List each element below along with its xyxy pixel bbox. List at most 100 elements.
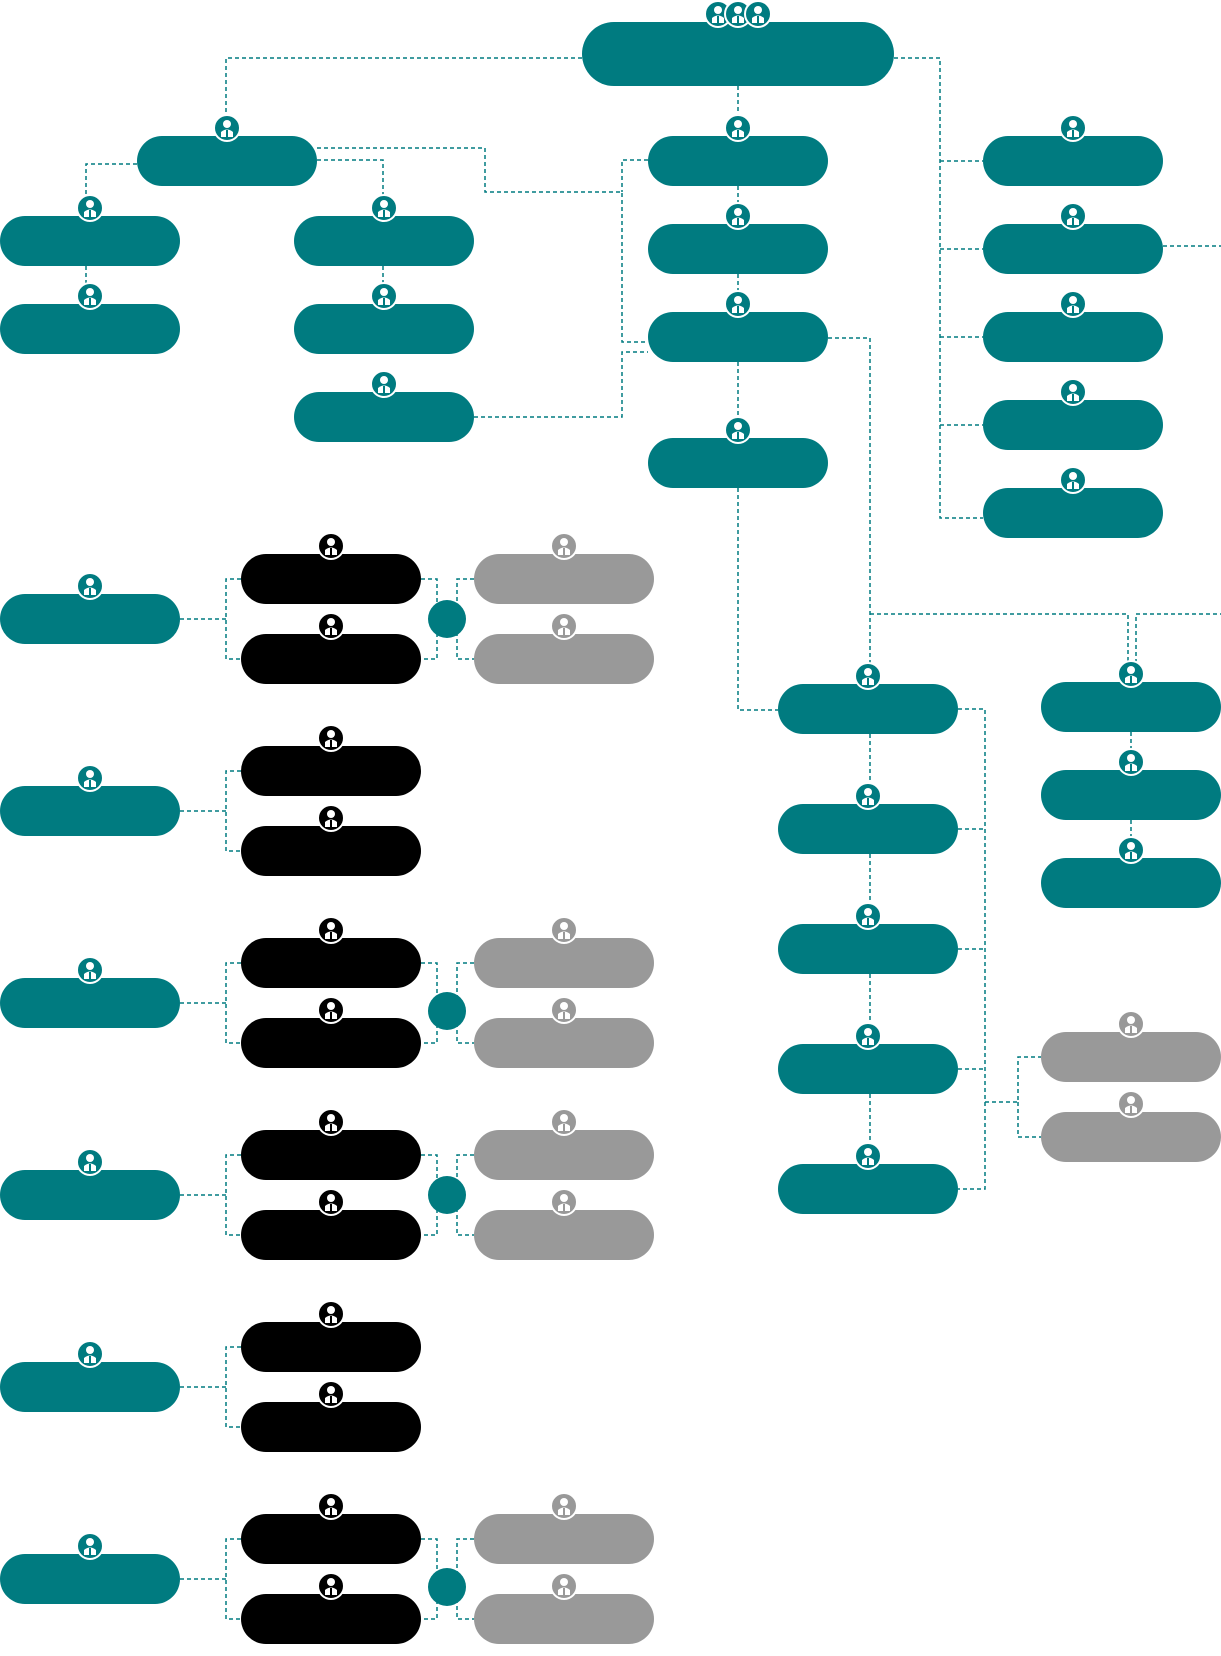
group-1-junction bbox=[428, 600, 466, 638]
node-pill bbox=[241, 1514, 421, 1564]
person-icon bbox=[1059, 202, 1087, 230]
person-icon bbox=[854, 782, 882, 810]
node-pill bbox=[983, 224, 1163, 274]
org-node-root bbox=[582, 0, 894, 86]
node-pill bbox=[294, 304, 474, 354]
group-3-junction bbox=[428, 992, 466, 1030]
person-icon bbox=[1117, 1010, 1145, 1038]
person-icon bbox=[1117, 836, 1145, 864]
node-pill bbox=[0, 1554, 180, 1604]
person-icon bbox=[854, 1022, 882, 1050]
org-node-group-1-lead bbox=[0, 572, 180, 644]
node-pill bbox=[1041, 1032, 1221, 1082]
node-pill bbox=[0, 1170, 180, 1220]
person-icon bbox=[550, 1572, 578, 1600]
org-node-far-1 bbox=[1041, 660, 1221, 732]
person-icon bbox=[76, 1148, 104, 1176]
person-icon bbox=[317, 1572, 345, 1600]
node-pill bbox=[778, 924, 958, 974]
person-icon bbox=[76, 1532, 104, 1560]
org-node-right-4 bbox=[983, 378, 1163, 450]
org-node-group-3-muted-a bbox=[474, 916, 654, 988]
node-pill bbox=[1041, 1112, 1221, 1162]
org-node-group-6-muted-a bbox=[474, 1492, 654, 1564]
person-icon bbox=[1059, 290, 1087, 318]
org-node-group-2-lead bbox=[0, 764, 180, 836]
person-icon bbox=[1117, 748, 1145, 776]
person-icon bbox=[550, 1492, 578, 1520]
connector-line bbox=[225, 1154, 241, 1236]
person-icon bbox=[317, 612, 345, 640]
person-icon bbox=[317, 724, 345, 752]
node-pill bbox=[983, 400, 1163, 450]
person-icon bbox=[724, 416, 752, 444]
person-icon bbox=[76, 956, 104, 984]
connector-line bbox=[828, 337, 871, 684]
person-icon bbox=[317, 1188, 345, 1216]
connector-line bbox=[474, 351, 648, 418]
group-icon bbox=[704, 0, 772, 28]
connector-line bbox=[1017, 1102, 1041, 1138]
org-node-group-3-lead bbox=[0, 956, 180, 1028]
person-icon bbox=[317, 1300, 345, 1328]
node-pill bbox=[241, 1130, 421, 1180]
group-6-junction bbox=[428, 1568, 466, 1606]
node-pill bbox=[474, 1594, 654, 1644]
node-pill bbox=[0, 786, 180, 836]
node-pill bbox=[137, 136, 317, 186]
node-pill bbox=[0, 304, 180, 354]
connector-line bbox=[317, 159, 384, 216]
node-pill bbox=[241, 1594, 421, 1644]
person-icon bbox=[317, 1108, 345, 1136]
person-icon bbox=[550, 1188, 578, 1216]
org-node-group-3-muted-b bbox=[474, 996, 654, 1068]
connector-line bbox=[225, 1346, 241, 1428]
org-node-group-2-dark-b bbox=[241, 804, 421, 876]
org-node-right-5 bbox=[983, 466, 1163, 538]
node-pill bbox=[474, 1210, 654, 1260]
node-pill bbox=[241, 1018, 421, 1068]
org-node-right-3 bbox=[983, 290, 1163, 362]
org-node-l2-center bbox=[648, 114, 828, 186]
org-node-right-1 bbox=[983, 114, 1163, 186]
connector-line bbox=[225, 770, 241, 852]
connector-line bbox=[985, 1056, 1041, 1103]
org-node-group-6-dark-a bbox=[241, 1492, 421, 1564]
org-node-group-4-dark-a bbox=[241, 1108, 421, 1180]
node-pill bbox=[983, 488, 1163, 538]
org-node-group-3-dark-b bbox=[241, 996, 421, 1068]
node-pill bbox=[241, 746, 421, 796]
org-node-group-2-dark-a bbox=[241, 724, 421, 796]
org-node-mid-1 bbox=[778, 662, 958, 734]
org-node-group-4-muted-a bbox=[474, 1108, 654, 1180]
person-icon bbox=[76, 764, 104, 792]
connector-line bbox=[621, 159, 648, 192]
connector-line bbox=[894, 57, 983, 519]
person-icon bbox=[550, 1108, 578, 1136]
person-icon bbox=[854, 902, 882, 930]
org-node-mid-3 bbox=[778, 902, 958, 974]
node-pill bbox=[778, 1164, 958, 1214]
connector-line bbox=[1135, 245, 1221, 682]
org-node-l3-center bbox=[648, 202, 828, 274]
junction-dots bbox=[428, 600, 466, 1606]
node-pill bbox=[474, 1514, 654, 1564]
node-pill bbox=[778, 684, 958, 734]
org-node-group-4-muted-b bbox=[474, 1188, 654, 1260]
org-node-mid-4 bbox=[778, 1022, 958, 1094]
org-node-mid-muted-1 bbox=[1041, 1010, 1221, 1082]
person-icon bbox=[550, 532, 578, 560]
person-icon bbox=[213, 114, 241, 142]
person-icon bbox=[744, 0, 772, 28]
connector-line bbox=[870, 613, 1129, 682]
org-node-mid-5 bbox=[778, 1142, 958, 1214]
node-pill bbox=[648, 312, 828, 362]
org-node-right-2 bbox=[983, 202, 1163, 274]
node-pill bbox=[1041, 770, 1221, 820]
person-icon bbox=[550, 612, 578, 640]
org-node-l4-left-b bbox=[294, 282, 474, 354]
connector-line bbox=[317, 147, 648, 343]
node-pill bbox=[0, 978, 180, 1028]
node-pill bbox=[241, 938, 421, 988]
node-pill bbox=[983, 136, 1163, 186]
